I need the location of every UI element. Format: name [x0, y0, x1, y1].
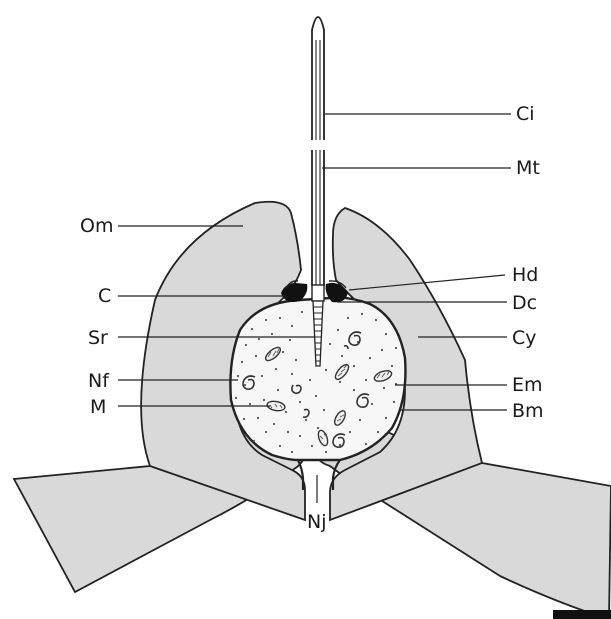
- cilium: [312, 17, 324, 286]
- label-om: Om: [80, 215, 113, 237]
- cilium-break: [309, 140, 327, 150]
- label-sr: Sr: [88, 327, 108, 349]
- label-nf: Nf: [88, 370, 110, 392]
- basal-body: [312, 285, 324, 301]
- label-hd: Hd: [512, 264, 538, 286]
- label-ci: Ci: [516, 103, 535, 125]
- label-c: C: [98, 285, 111, 307]
- label-mt: Mt: [516, 157, 540, 179]
- scale-bar: [553, 610, 611, 619]
- label-nj: Nj: [307, 511, 327, 533]
- label-cy: Cy: [512, 327, 537, 349]
- label-dc: Dc: [512, 292, 537, 314]
- label-m: M: [90, 396, 106, 418]
- label-bm: Bm: [512, 400, 544, 422]
- label-em: Em: [512, 374, 543, 396]
